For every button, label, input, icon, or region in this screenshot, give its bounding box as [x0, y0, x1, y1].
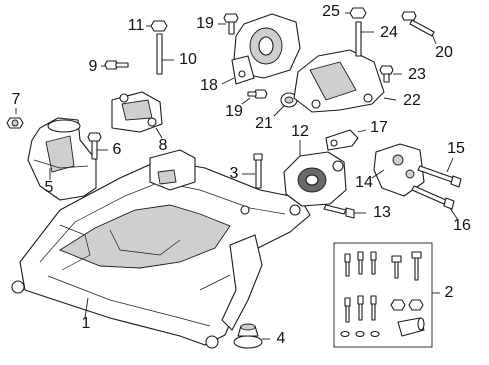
callout-15: 15 [447, 140, 465, 157]
kit-bolt-2 [357, 251, 364, 275]
stud-part-10 [156, 33, 174, 75]
callout-16: 16 [453, 217, 471, 234]
engine-mount-part-18 [221, 13, 301, 85]
bracket-part-17 [325, 129, 367, 151]
bolt-part-3 [242, 153, 263, 189]
callout-11: 11 [127, 17, 145, 34]
bolt-part-15 [417, 157, 462, 188]
torque-mount-part-12 [283, 140, 347, 207]
callout-20: 20 [435, 44, 453, 61]
callout-18: 18 [200, 77, 218, 94]
bolt-part-20 [401, 11, 437, 45]
kit-bolt-5 [411, 251, 422, 281]
bushing-part-21 [273, 92, 298, 117]
stud-part-24 [355, 21, 374, 57]
callout-25: 25 [322, 3, 340, 20]
callout-14: 14 [355, 174, 373, 191]
nut-part-11 [146, 20, 168, 32]
kit-bolt-3 [370, 251, 377, 275]
callout-19-lower: 19 [225, 103, 243, 120]
callout-10: 10 [179, 51, 197, 68]
kit-washer-1 [340, 330, 350, 338]
callout-24: 24 [380, 24, 398, 41]
bolt-part-19a [218, 13, 239, 35]
kit-nut-1 [390, 299, 406, 311]
bolt-part-6 [87, 132, 108, 160]
bracket-part-22 [293, 49, 397, 113]
callout-8: 8 [158, 137, 168, 154]
callout-17: 17 [370, 119, 388, 136]
kit-washer-2 [355, 330, 365, 338]
kit-sleeve [397, 317, 425, 337]
callout-5: 5 [44, 179, 54, 196]
callout-13: 13 [373, 204, 391, 221]
callout-3: 3 [229, 165, 239, 182]
engine-mount-part-5 [27, 117, 97, 201]
bracket-part-8 [111, 91, 163, 139]
callout-7: 7 [11, 91, 21, 108]
kit-bolt-7 [357, 295, 364, 321]
kit-bolt-1 [344, 253, 351, 277]
callout-21: 21 [255, 115, 273, 132]
kit-washer-3 [370, 330, 380, 338]
callout-2: 2 [444, 284, 454, 301]
mount-pad-part-4 [233, 323, 270, 349]
callout-22: 22 [403, 92, 421, 109]
bolt-part-23 [379, 65, 402, 83]
callout-19-upper: 19 [196, 15, 214, 32]
nut-part-7 [6, 108, 24, 129]
callout-12: 12 [291, 123, 309, 140]
hardware-kit [333, 242, 440, 348]
kit-bolt-6 [344, 297, 351, 323]
callout-6: 6 [112, 141, 122, 158]
kit-nut-2 [408, 299, 424, 311]
bolt-part-13 [323, 204, 366, 219]
nut-part-25 [345, 7, 367, 19]
subframe-part [11, 149, 311, 349]
callout-4: 4 [276, 330, 286, 347]
bolt-part-16 [411, 185, 459, 221]
kit-bolt-4 [391, 255, 402, 279]
bolt-part-19b [241, 89, 268, 105]
callout-9: 9 [88, 58, 98, 75]
callout-1: 1 [81, 315, 91, 332]
callout-23: 23 [408, 66, 426, 83]
kit-bolt-8 [370, 295, 377, 321]
bolt-part-9 [101, 60, 129, 70]
